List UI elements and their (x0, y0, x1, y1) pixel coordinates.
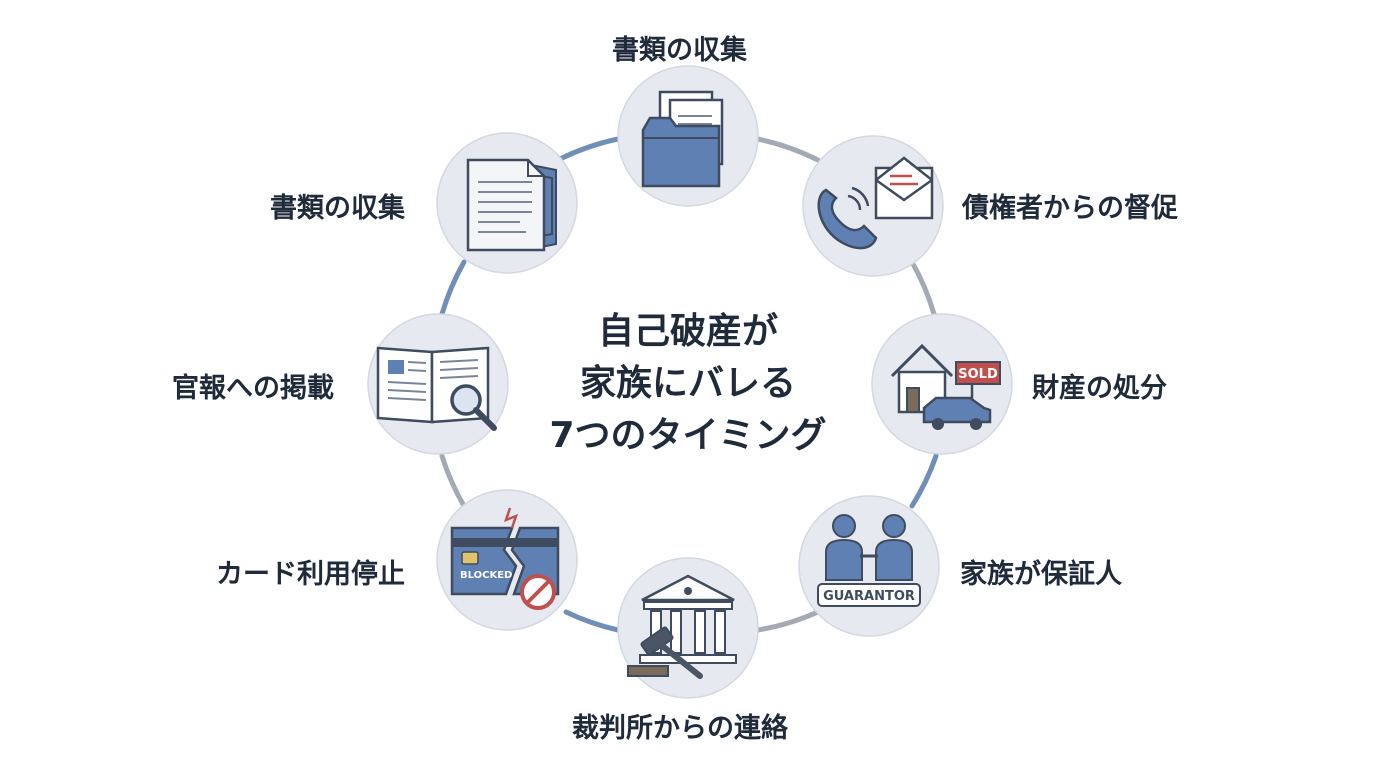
label-left: 官報への掲載 (172, 373, 334, 404)
courthouse-gavel-icon (627, 574, 737, 679)
phone-mail-icon (817, 156, 934, 250)
ring-arc-1 (555, 136, 621, 163)
guarantor-badge-text: GUARANTOR (823, 589, 915, 604)
title-line-2: 家族にバレる (579, 363, 796, 404)
title-line-3: 7つのタイミング (549, 415, 827, 456)
blocked-card-icon: BLOCKED (450, 507, 560, 610)
blocked-card-text: BLOCKED (460, 570, 512, 581)
label-top: 書類の収集 (612, 35, 747, 66)
folder-icon (641, 90, 724, 188)
label-bottom-right: 家族が保証人 (960, 559, 1122, 590)
gazette-magnifier-icon (376, 346, 497, 431)
label-top-right: 債権者からの督促 (962, 193, 1178, 224)
ring-arc-3 (909, 259, 937, 317)
ring-arc-8 (439, 259, 467, 317)
label-bottom: 裁判所からの連絡 (572, 713, 788, 744)
house-car-sold-icon: SOLD (890, 343, 1001, 430)
guarantor-people-icon: GUARANTOR (817, 514, 921, 607)
ring-arc-4 (909, 453, 939, 509)
ring-arc-7 (439, 453, 467, 509)
title-line-1: 自己破産が (597, 311, 778, 352)
ring-arc-2 (755, 136, 821, 163)
label-bottom-left: カード利用停止 (216, 559, 405, 590)
label-top-left: 書類の収集 (270, 193, 405, 224)
label-right: 財産の処分 (1032, 373, 1167, 404)
ring-arc-5 (755, 609, 821, 633)
sold-sign-text: SOLD (958, 367, 998, 382)
circle-bottom-right (798, 495, 940, 637)
documents-icon (466, 158, 557, 252)
diagram-title: 自己破産が 家族にバレる 7つのタイミング (538, 306, 838, 462)
ring-arc-6 (563, 609, 621, 633)
